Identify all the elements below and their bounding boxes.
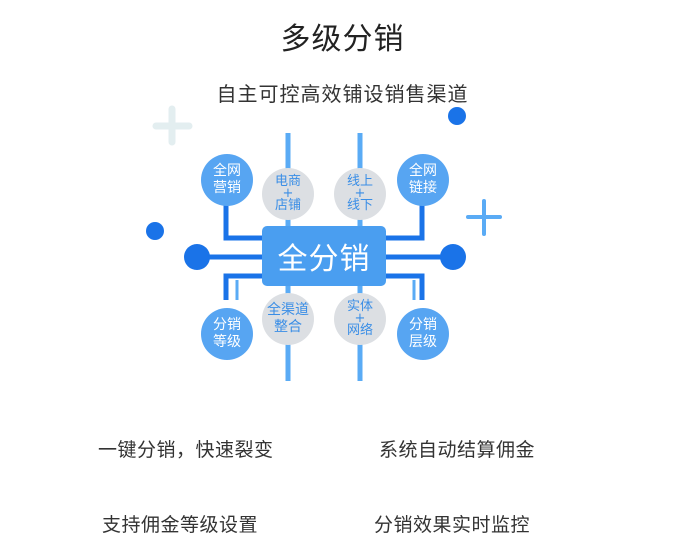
feature-text: 系统自动结算佣金 [379, 439, 536, 461]
node-bottom-left-inner: 全渠道 整合 [262, 293, 314, 345]
feature-text: 支持佣金等级设置 [102, 514, 259, 536]
plus-icon-faded [152, 105, 193, 146]
node-label: 全渠道 整合 [267, 302, 309, 335]
connector-dot-left [184, 244, 210, 270]
node-label: 实体 + 网络 [346, 299, 373, 338]
feature-text: 一键分销，快速裂变 [98, 439, 274, 461]
node-top-left-inner: 电商 + 店铺 [262, 168, 314, 220]
page-title: 多级分销 [280, 22, 405, 57]
center-box: 全分销 [262, 226, 386, 286]
node-label: 电商 + 店铺 [274, 174, 301, 213]
decor-dot-right [448, 107, 466, 125]
decor-dot-left [146, 222, 164, 240]
plus-icon-blue [466, 199, 502, 236]
node-label: 分销 层级 [409, 317, 437, 350]
node-bottom-left-outer: 分销 等级 [201, 308, 253, 360]
connector-dot-right [440, 244, 466, 270]
node-label: 全网 营销 [213, 163, 241, 196]
node-label: 分销 等级 [213, 317, 241, 350]
node-bottom-right-outer: 分销 层级 [397, 308, 449, 360]
feature-text: 分销效果实时监控 [374, 514, 531, 536]
node-label: 线上 + 线下 [346, 174, 373, 213]
node-top-left-outer: 全网 营销 [201, 154, 253, 206]
node-top-right-inner: 线上 + 线下 [334, 168, 386, 220]
node-bottom-right-inner: 实体 + 网络 [334, 293, 386, 345]
page-subtitle: 自主可控高效铺设销售渠道 [216, 82, 469, 106]
node-top-right-outer: 全网 链接 [397, 154, 449, 206]
node-label: 全网 链接 [409, 163, 437, 196]
